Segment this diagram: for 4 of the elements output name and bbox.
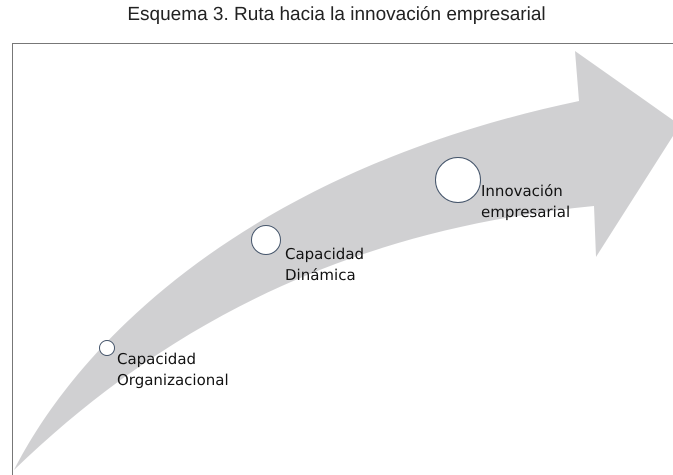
milestone-label: Capacidad Dinámica bbox=[285, 244, 366, 286]
diagram-title: Esquema 3. Ruta hacia la innovación empresarial bbox=[126, 4, 547, 26]
milestone-label: Capacidad Organizacional bbox=[117, 349, 230, 391]
milestone-label: Innovación empresarial bbox=[481, 181, 572, 223]
